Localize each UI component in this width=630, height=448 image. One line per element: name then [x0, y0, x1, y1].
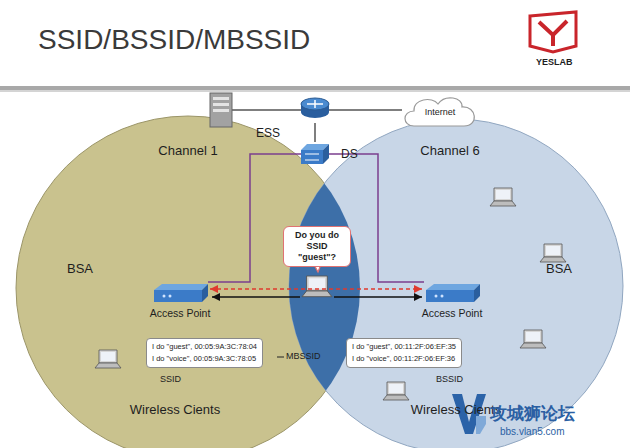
access-point-shape: [424, 280, 480, 306]
logo-text: YESLAB: [536, 57, 573, 67]
client-laptop: [540, 244, 566, 262]
access-point-shape: [152, 280, 208, 306]
ssid-callout: I do "guest", 00:05:9A:3C:78:04I do "voi…: [146, 338, 263, 368]
access-point: Access Point: [152, 280, 208, 306]
probe-callout: Do you do SSID "guest"?: [283, 226, 351, 267]
leader-line: [277, 357, 284, 358]
area-label: Channel 1: [158, 143, 217, 158]
access-point: Access Point: [424, 280, 480, 306]
client-laptop: [490, 188, 516, 206]
node-label: Internet: [425, 107, 456, 117]
header-rule: [0, 86, 630, 90]
ds-switch: DS: [301, 142, 329, 166]
callout-tag: SSID: [160, 374, 181, 384]
node-label: DS: [341, 147, 358, 161]
domain-label: ESS: [256, 126, 280, 140]
area-label: BSA: [546, 261, 572, 276]
internet-cloud: Internet: [400, 94, 480, 130]
node-label: I do "guest", 00:05:9A:3C:78:04: [152, 341, 257, 353]
node-label: I do "voice", 00:05:9A:3C:78:05: [152, 353, 257, 365]
node-label: Access Point: [150, 307, 211, 319]
router-icon: [301, 98, 329, 118]
header-rule: [0, 90, 630, 92]
overlap-area: [16, 116, 360, 448]
client-laptop: [95, 350, 121, 368]
node-label: Do you do SSID "guest"?: [287, 230, 347, 263]
node-label: I do "guest", 00:11:2F:06:EF:35: [352, 341, 456, 353]
callout-tag: MBSSID: [286, 351, 321, 361]
area-label: Channel 6: [420, 143, 479, 158]
ds-link: [208, 154, 301, 282]
logo-mark: [530, 12, 576, 52]
node-label: Access Point: [422, 307, 483, 319]
area-label: Wireless Cients: [411, 402, 501, 417]
probe-link: [210, 288, 422, 289]
callout-tag: BSSID: [436, 374, 463, 384]
slide-title: SSID/BSSID/MBSSID: [38, 24, 310, 56]
client-laptop: [302, 276, 332, 297]
client-laptop: [520, 330, 546, 348]
area-label: BSA: [67, 261, 93, 276]
ds-switch-shape: [301, 142, 329, 166]
watermark: bbs.vlan5.com: [500, 426, 564, 437]
bssid-callout: I do "guest", 00:11:2F:06:EF:35I do "voi…: [346, 338, 462, 368]
ds-link: [329, 154, 424, 282]
node-label: I do "voice", 00:11:2F:06:EF:36: [352, 353, 456, 365]
server-icon: [210, 93, 232, 127]
watermark: 攻城狮论坛: [490, 402, 575, 425]
client-laptop: [383, 382, 409, 400]
area-label: Wireless Cients: [130, 402, 220, 417]
